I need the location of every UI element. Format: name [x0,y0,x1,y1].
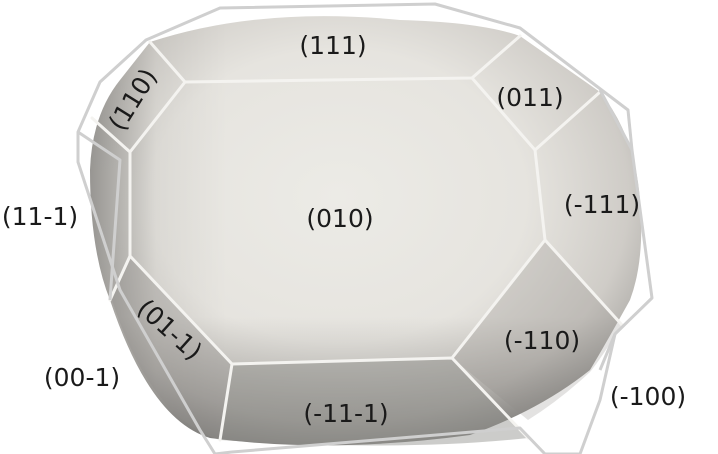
facet-label-111-neg: (-111) [564,190,640,219]
facet-label-110-neg: (-110) [504,326,580,355]
wireframe-outline [76,2,654,454]
facet-label-100-neg: (-100) [610,382,686,411]
facet-label-11-1: (11-1) [2,202,78,231]
facet-label-011: (011) [496,83,563,112]
facet-edges [90,34,624,442]
facet-label-111: (111) [299,31,366,60]
facet-label-010: (010) [306,204,373,233]
facet-label-11-1-neg: (-11-1) [303,399,388,428]
crystal-surface [90,16,642,446]
facet-label-00-1: (00-1) [44,363,120,392]
